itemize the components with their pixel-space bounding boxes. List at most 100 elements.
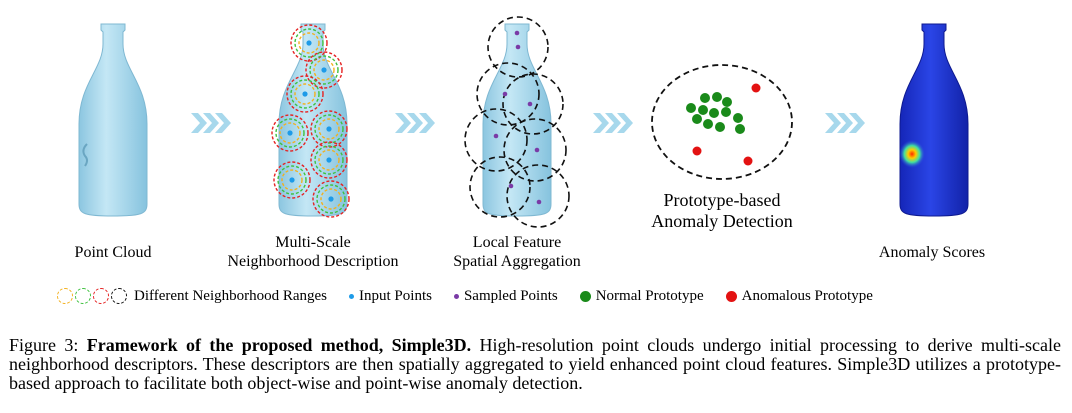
label-anomaly-scores: Anomaly Scores (878, 244, 986, 261)
normal-prototype-point (686, 103, 696, 113)
sampled-point (514, 30, 520, 36)
aggregation-circle (476, 62, 540, 126)
neighborhood-ring-large (312, 180, 350, 218)
aggregation-circle (506, 164, 570, 228)
input-point (302, 91, 308, 97)
neighborhood-ring-medium (277, 165, 307, 195)
input-point (289, 177, 295, 183)
black-ring-icon (111, 288, 127, 304)
green-ring-icon (75, 288, 91, 304)
normal-prototype-point (692, 114, 702, 124)
label-multi-scale-line2: Neighborhood Description (227, 253, 399, 270)
neighborhood-ring-large (310, 110, 348, 148)
input-point (306, 40, 312, 46)
sampled-point (534, 147, 540, 153)
neighborhood-ring-small (281, 169, 303, 191)
sampled-point (502, 91, 508, 97)
neighborhood-ring-small (294, 83, 316, 105)
neighborhood-ring-small (279, 122, 301, 144)
caption-bold-title: Framework of the proposed method, Simple… (86, 335, 472, 355)
normal-prototype-point (721, 107, 731, 117)
label-local-feature-line1: Local Feature (472, 234, 562, 251)
neighborhood-ring-medium (314, 145, 344, 175)
orange-ring-icon (57, 288, 73, 304)
label-multi-scale-line1: Multi-Scale (275, 234, 351, 251)
neighborhood-ring-small (320, 188, 342, 210)
neighborhood-ring-medium (316, 184, 346, 214)
normal-prototype-point (712, 92, 722, 102)
neighborhood-ring-medium (314, 114, 344, 144)
legend-sampled-points-label: Sampled Points (463, 287, 558, 304)
legend-normal-prototype: Normal Prototype (579, 287, 704, 305)
aggregation-neighborhoods (464, 16, 570, 228)
input-point (321, 67, 327, 73)
neighborhood-ring-medium (275, 118, 305, 148)
legend-sampled-points: Sampled Points (453, 287, 558, 305)
aggregation-circle (469, 156, 531, 218)
neighborhood-ring-small (298, 32, 320, 54)
sampled-point (536, 199, 542, 205)
normal-prototype-point (722, 97, 732, 107)
prototype-memory-ellipse (651, 64, 793, 180)
normal-prototype-point (709, 108, 719, 118)
input-point (326, 126, 332, 132)
aggregation-circle (487, 16, 549, 78)
neighborhood-ring-small (313, 59, 335, 81)
input-point (287, 130, 293, 136)
chevron-arrow-1 (191, 113, 231, 133)
red-ring-icon (93, 288, 109, 304)
neighborhood-ring-large (273, 161, 311, 199)
neighborhood-ring-medium (294, 28, 324, 58)
legend-anomalous-prototype: Anomalous Prototype (725, 288, 873, 305)
sampled-point (527, 101, 533, 107)
chevron-arrow-4 (825, 113, 865, 133)
neighborhood-ring-large (310, 141, 348, 179)
normal-prototype-point (735, 124, 745, 134)
neighborhood-ring-large (305, 51, 343, 89)
anomaly-score-bottle (899, 23, 969, 217)
caption-figure-label: Figure 3: (9, 335, 87, 355)
aggregation-circle (464, 108, 528, 172)
neighborhood-ring-small (318, 149, 340, 171)
legend-input-points-label: Input Points (359, 287, 432, 304)
input-point (326, 157, 332, 163)
label-prototype-line1: Prototype-based (663, 190, 781, 210)
neighborhood-ring-large (271, 114, 309, 152)
normal-prototype-point (698, 105, 708, 115)
sampled-point (515, 44, 521, 50)
legend-input-points: Input Points (349, 288, 432, 305)
label-local-feature: Local Feature Spatial Aggregation (432, 233, 602, 271)
anomalous-prototype-icon (725, 290, 737, 302)
label-point-cloud: Point Cloud (74, 244, 152, 261)
normal-prototype-point (703, 119, 713, 129)
neighborhood-ring-small (318, 118, 340, 140)
normal-prototype-icon (579, 290, 591, 302)
neighborhood-ring-large (286, 75, 324, 113)
anomalous-prototype-point (751, 83, 761, 93)
sampled-point-icon (453, 293, 459, 299)
framework-figure (78, 16, 969, 228)
neighborhood-rings (271, 24, 350, 218)
legend-normal-prototype-label: Normal Prototype (595, 287, 704, 304)
aggregation-circle (503, 118, 567, 182)
normal-prototype-point (733, 113, 743, 123)
neighborhood-ring-medium (290, 79, 320, 109)
neighborhood-ring-medium (309, 55, 339, 85)
label-multi-scale: Multi-Scale Neighborhood Description (208, 233, 418, 271)
caption-body: High-resolution point clouds undergo ini… (9, 335, 1061, 393)
aggregation-circle (502, 73, 564, 135)
label-prototype-line2: Anomaly Detection (651, 211, 793, 231)
neighborhood-ring-large (290, 24, 328, 62)
anomalous-prototype-point (692, 146, 702, 156)
anomalous-prototype-point (743, 156, 753, 166)
figure-legend: Different Neighborhood Ranges Input Poin… (57, 285, 895, 307)
label-local-feature-line2: Spatial Aggregation (453, 253, 581, 270)
normal-prototype-point (715, 122, 725, 132)
legend-neighborhood-ranges-label: Different Neighborhood Ranges (134, 287, 328, 304)
sampled-point (493, 133, 499, 139)
normal-prototype-point (700, 93, 710, 103)
point-cloud-bottle (78, 23, 148, 217)
input-point-icon (349, 293, 355, 299)
prototype-points (686, 83, 761, 166)
input-point (328, 196, 334, 202)
